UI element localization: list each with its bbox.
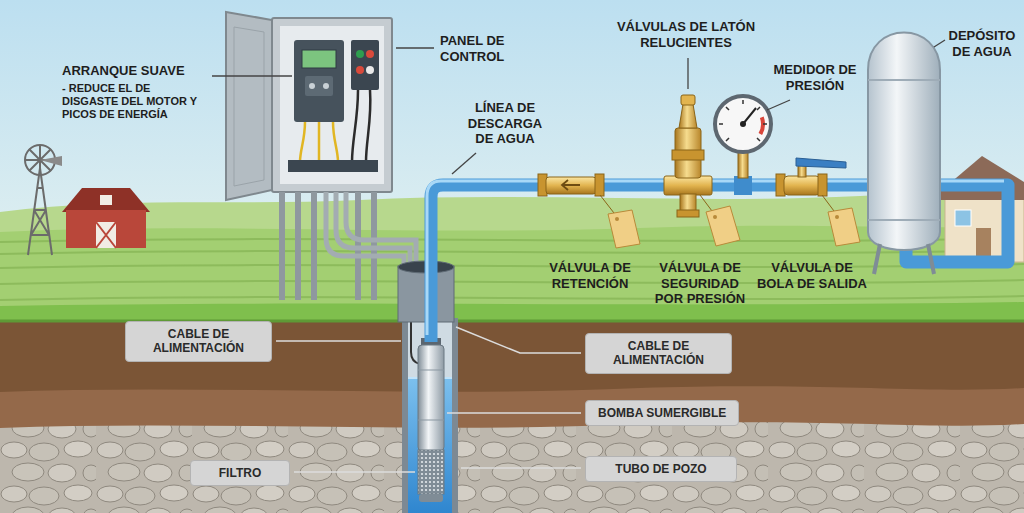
soft-starter — [294, 40, 344, 122]
callout-text: TUBO DE POZO — [615, 462, 706, 476]
gauge-needle — [743, 108, 756, 124]
component-label: ARRANQUE SUAVE — [62, 63, 212, 79]
water-tank — [868, 33, 940, 251]
windmill-tail — [40, 156, 62, 166]
callout-box: CABLE DE ALIMENTACIÓN — [585, 333, 732, 374]
callout-box: CABLE DE ALIMENTACIÓN — [125, 321, 272, 362]
topsoil — [0, 320, 1024, 400]
field — [0, 226, 1024, 330]
starter-keypad — [305, 76, 333, 96]
start-button — [356, 50, 364, 58]
relief-outlet-nut — [677, 210, 699, 217]
gauge-red-zone — [760, 117, 763, 134]
gauge-hub — [740, 121, 746, 127]
component-label: PANEL DE CONTROL — [440, 33, 524, 64]
pump-filter — [418, 450, 444, 494]
barn-loft — [100, 195, 112, 205]
component-label: MEDIDOR DE PRESIÓN — [771, 62, 859, 93]
component-label: VÁLVULA DE BOLA DE SALIDA — [753, 260, 871, 291]
relief-tee — [664, 176, 712, 195]
component-label: DEPÓSITO DE AGUA — [944, 28, 1020, 59]
pump-cap — [419, 494, 443, 502]
panel-cabinet — [272, 18, 392, 192]
callout-text: CABLE DE ALIMENTACIÓN — [599, 339, 719, 368]
panel-wires — [352, 90, 370, 162]
barn-roof — [62, 188, 150, 212]
valve-tag — [706, 206, 740, 246]
stop-button — [356, 66, 364, 74]
valve-tag — [608, 210, 640, 248]
house-window — [955, 210, 971, 226]
relief-hex — [672, 150, 704, 160]
leader-line — [212, 75, 292, 76]
panel-backplate — [280, 26, 384, 184]
starter-key — [323, 83, 329, 89]
valve-lever — [796, 158, 846, 168]
leader-line — [934, 40, 945, 47]
sky — [0, 0, 1024, 330]
ball-valve — [784, 176, 820, 195]
barn-door-cross — [96, 222, 116, 248]
leader-line — [276, 340, 401, 342]
component-label: VÁLVULA DE RETENCIÓN — [540, 260, 640, 291]
leader-line — [447, 412, 581, 414]
tag-hole — [713, 215, 717, 219]
stop-button — [366, 50, 374, 58]
gauge-stem — [738, 150, 748, 178]
windmill-tower — [28, 168, 52, 255]
rock-layer — [0, 422, 1024, 513]
terminal-strip — [288, 160, 378, 172]
tag-hole — [835, 215, 839, 219]
power-cables — [326, 192, 416, 272]
valve-nut — [595, 174, 604, 196]
valve-nut — [818, 174, 827, 196]
flow-arrow — [562, 180, 580, 190]
relief-bonnet — [679, 104, 697, 128]
relief-cap — [681, 95, 695, 105]
component-label: VÁLVULA DE SEGURIDAD POR PRESIÓN — [652, 260, 748, 307]
panel-door-inset — [234, 27, 264, 186]
relief-outlet — [680, 194, 696, 212]
tank-legs — [874, 244, 934, 274]
gauge-ticks — [719, 100, 767, 141]
component-label: LÍNEA DE DESCARGA DE AGUA — [462, 100, 548, 147]
note-text: - REDUCE EL DE DISGASTE DEL MOTOR Y PICO… — [62, 82, 207, 122]
leader-line — [461, 467, 581, 469]
tag-string — [822, 195, 834, 211]
callout-box: FILTRO — [190, 460, 290, 486]
tag-string — [600, 195, 614, 213]
leader-line — [687, 58, 688, 89]
gauge-tee — [734, 176, 752, 195]
switch-box — [351, 40, 379, 90]
callout-text: FILTRO — [219, 466, 261, 480]
callout-box: TUBO DE POZO — [585, 456, 737, 482]
pump-body — [418, 345, 444, 451]
leader-line — [396, 47, 434, 48]
panel-wires — [300, 122, 338, 162]
crop-rows — [0, 238, 1024, 300]
starter-screen — [302, 50, 336, 68]
leader-line — [452, 153, 476, 174]
panel-door — [226, 12, 272, 200]
barn-door — [96, 222, 116, 248]
callout-text: CABLE DE ALIMENTACIÓN — [139, 327, 259, 356]
leader-line — [294, 471, 415, 473]
callout-text: BOMBA SUMERGIBLE — [598, 406, 726, 420]
pressure-gauge — [715, 96, 771, 152]
tag-string — [700, 195, 712, 211]
leader-line — [767, 100, 790, 110]
valve-tag — [828, 208, 860, 246]
check-valve — [546, 177, 596, 194]
pump-bands — [418, 370, 444, 420]
component-label: VÁLVULAS DE LATÓN RELUCIENTES — [597, 19, 775, 50]
reset-button — [366, 66, 374, 74]
tank-bands — [868, 80, 940, 220]
starter-key — [309, 83, 315, 89]
leader-line — [456, 327, 581, 353]
callout-box: BOMBA SUMERGIBLE — [585, 400, 739, 426]
barn-wall — [66, 210, 146, 248]
tag-hole — [615, 217, 619, 221]
